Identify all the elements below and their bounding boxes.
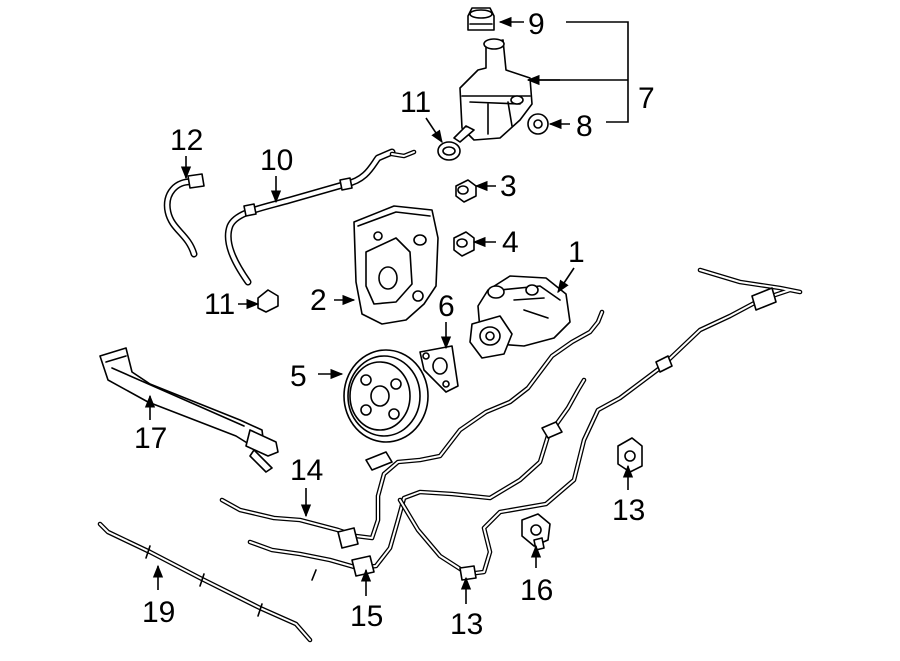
callout-18: 17 — [134, 422, 167, 455]
callout-11-lower: 11 — [204, 288, 235, 321]
callout-labels: 9 7 8 11 3 4 12 10 11 2 1 6 5 17 14 13 1… — [134, 8, 655, 641]
callout-3: 3 — [500, 170, 517, 203]
gasket-part — [419, 345, 459, 393]
hose-10-part — [224, 148, 417, 286]
cooler-line-part — [97, 521, 313, 643]
cooler-part — [99, 347, 279, 473]
pulley-part — [343, 349, 429, 443]
clamp-upper-part — [437, 141, 461, 161]
bracket-part — [353, 205, 439, 325]
callout-13: 13 — [450, 608, 483, 641]
callout-15: 14 — [290, 454, 323, 487]
pressure-line-part — [247, 377, 587, 581]
callout-10: 10 — [260, 144, 293, 177]
callout-7: 7 — [638, 82, 655, 115]
callout-8: 8 — [576, 110, 593, 143]
callout-4: 4 — [502, 226, 519, 259]
bushing-3-part — [455, 179, 477, 203]
clamp-lower-part — [257, 289, 279, 313]
grommet-part — [527, 113, 549, 135]
reservoir-part — [453, 38, 533, 143]
callout-6: 6 — [438, 290, 455, 323]
leader-1 — [557, 267, 575, 294]
callout-2: 2 — [310, 284, 327, 317]
callout-11-upper: 11 — [400, 86, 431, 119]
callout-1: 1 — [568, 236, 585, 269]
callout-14: 13 — [612, 494, 645, 527]
callout-5: 5 — [290, 360, 307, 393]
callout-9: 9 — [528, 8, 545, 41]
fitting-14-part — [617, 437, 643, 473]
reservoir-cap-part — [467, 7, 495, 31]
callout-17: 16 — [520, 574, 553, 607]
return-line-part — [219, 309, 605, 549]
leader-lines — [144, 16, 634, 604]
bushing-4-part — [453, 231, 475, 257]
hose-12-part — [163, 173, 205, 258]
sensor-part — [521, 513, 551, 551]
long-line-part — [397, 267, 803, 581]
callout-12: 12 — [170, 124, 203, 157]
callout-19: 19 — [142, 596, 175, 629]
callout-16: 15 — [350, 600, 383, 633]
pump-part — [469, 275, 571, 359]
leader-11-upper — [425, 117, 443, 144]
